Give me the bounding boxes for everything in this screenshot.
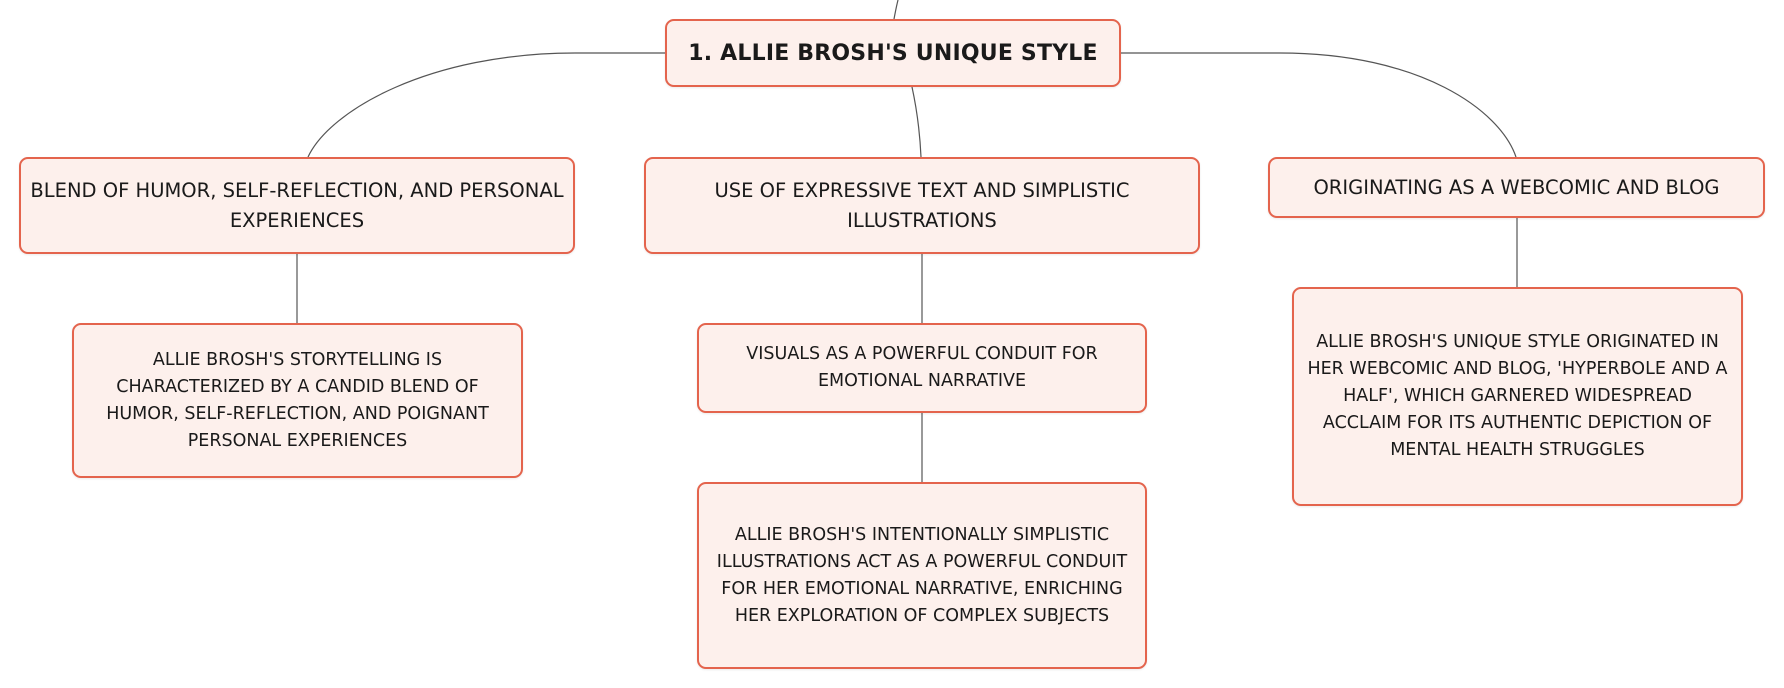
leaf-node-hyperbole-and-a-half[interactable]: Allie Brosh's unique style originated in… — [1292, 287, 1743, 506]
branch-node-humor-blend[interactable]: Blend of Humor, Self-Reflection, and Per… — [19, 157, 575, 254]
leaf-node-simplistic-illustrations[interactable]: Allie Brosh's intentionally simplistic i… — [697, 482, 1147, 669]
branch-node-label: Originating as a Webcomic and Blog — [1313, 175, 1720, 199]
leaf-node-text: Allie Brosh's unique style originated in… — [1307, 332, 1728, 460]
branch-node-label: Use of Expressive Text and Simplistic Il… — [714, 178, 1130, 232]
branch-node-label: Blend of Humor, Self-Reflection, and Per… — [30, 178, 564, 232]
leaf-node-text: Visuals as a Powerful Conduit for Emotio… — [746, 344, 1098, 391]
connector-root-to-branch-3 — [1121, 52, 1517, 158]
leaf-node-visuals-conduit[interactable]: Visuals as a Powerful Conduit for Emotio… — [697, 323, 1147, 413]
root-node[interactable]: 1. Allie Brosh's Unique Style — [665, 19, 1121, 87]
leaf-node-storytelling[interactable]: Allie Brosh's storytelling is characteri… — [72, 323, 523, 478]
connector-root-to-branch-2 — [911, 86, 922, 158]
branch-node-expressive-text[interactable]: Use of Expressive Text and Simplistic Il… — [644, 157, 1200, 254]
branch-node-webcomic-origin[interactable]: Originating as a Webcomic and Blog — [1268, 157, 1765, 218]
leaf-node-text: Allie Brosh's intentionally simplistic i… — [716, 524, 1128, 626]
connector-top-stub — [893, 0, 899, 20]
root-node-label: 1. Allie Brosh's Unique Style — [688, 40, 1098, 66]
leaf-node-text: Allie Brosh's storytelling is characteri… — [106, 349, 489, 451]
connector-root-to-branch-1 — [307, 52, 665, 158]
